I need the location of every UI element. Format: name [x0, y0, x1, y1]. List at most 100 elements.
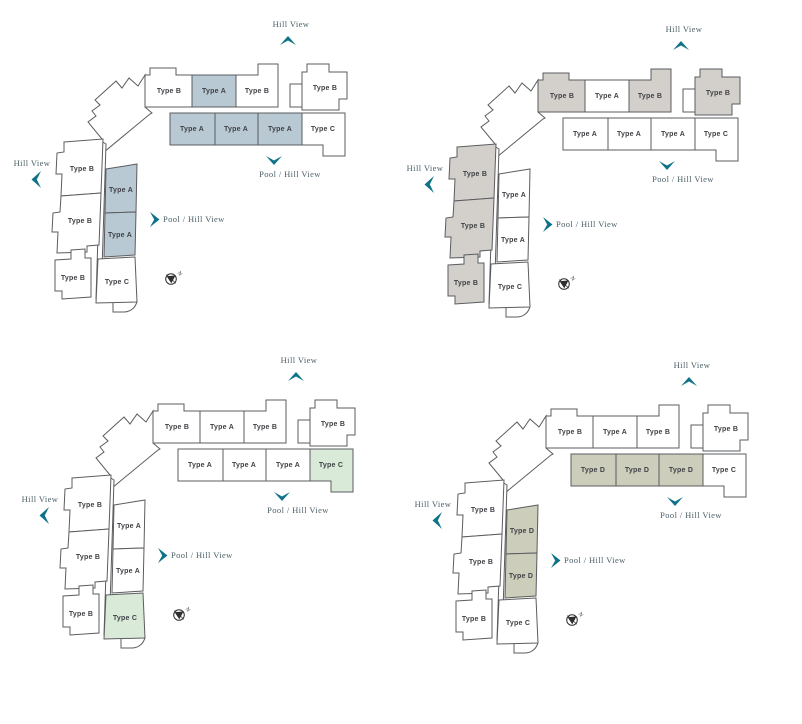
unit-label-a-in-1: Type A [109, 187, 133, 194]
unit-label-c-row: Type C [712, 467, 736, 474]
unit-label-a-row-2: Type A [617, 131, 641, 138]
hill-view-top-label: Hill View [666, 24, 703, 34]
unit-label-c-bot: Type C [105, 279, 129, 286]
unit-label-a-in-1: Type A [117, 523, 141, 530]
unit-b-top-2 [628, 68, 672, 113]
unit-c-row [301, 112, 346, 157]
unit-b-out-1 [456, 479, 505, 538]
unit-label-a-row-1: Type A [180, 126, 204, 133]
unit-b-out-1 [55, 138, 104, 197]
unit-b-top-3 [309, 399, 356, 447]
plan-type-a: Type B Type A Type B Type B Type A Type A Type… [14, 19, 348, 313]
unit-label-b-out-2: Type B [469, 559, 493, 566]
unit-label-a-top: Type A [210, 424, 234, 431]
pool-view-right-chevron-icon [150, 212, 160, 227]
unit-label-a-row-2: Type A [232, 462, 256, 469]
hill-view-top-label: Hill View [273, 19, 310, 29]
unit-b-bot [447, 253, 485, 305]
pool-hill-view-row-label: Pool / Hill View [259, 169, 321, 179]
unit-label-a-in-2: Type A [116, 568, 140, 575]
link-tab-right [682, 88, 696, 113]
unit-label-b-top-3: Type B [714, 426, 738, 433]
unit-b-bot [455, 589, 493, 641]
link-tab-right [297, 419, 311, 444]
unit-label-b-top-2: Type B [245, 88, 269, 95]
pool-hill-view-wing-label: Pool / Hill View [556, 219, 618, 229]
unit-label-b-top-3: Type B [706, 90, 730, 97]
unit-label-b-out-1: Type B [463, 171, 487, 178]
unit-c-bot [496, 597, 539, 645]
unit-label-a-row-1: Type A [573, 131, 597, 138]
unit-label-a-in-2: Type A [501, 237, 525, 244]
corridor-diagonal [480, 78, 546, 158]
hill-view-top-label: Hill View [674, 360, 711, 370]
unit-label-b-top-1: Type B [157, 88, 181, 95]
unit-label-a-in-2: Type D [509, 573, 533, 580]
unit-label-b-top-2: Type B [253, 424, 277, 431]
unit-b-out-2 [51, 192, 102, 254]
compass-icon: N [173, 607, 191, 621]
compass-north-label: N [577, 612, 584, 619]
unit-label-c-bot: Type C [498, 284, 522, 291]
unit-label-a-top: Type A [202, 88, 226, 95]
unit-c-row [309, 448, 354, 493]
hill-view-up-chevron-icon [288, 372, 304, 381]
unit-label-b-bot: Type B [61, 275, 85, 282]
hill-view-left-label: Hill View [407, 163, 444, 173]
hill-view-up-chevron-icon [681, 377, 697, 386]
unit-a-in-2 [496, 216, 530, 263]
unit-c-row [694, 117, 739, 162]
compass-icon: N [165, 271, 183, 285]
plan-type-b: Type B Type A Type B Type B Type A Type A Type… [407, 24, 741, 318]
hill-view-left-label: Hill View [22, 494, 59, 504]
unit-a-in-2 [111, 547, 145, 594]
plan-type-c: Type B Type A Type B Type B Type A Type A Type… [22, 355, 356, 649]
unit-label-c-row: Type C [311, 126, 335, 133]
unit-c-row [702, 453, 747, 498]
unit-b-top-3 [702, 404, 749, 452]
unit-label-b-top-2: Type B [646, 429, 670, 436]
compass-north-label: N [184, 607, 191, 614]
pool-hill-view-row-label: Pool / Hill View [660, 510, 722, 520]
unit-label-a-in-2: Type A [108, 232, 132, 239]
unit-label-a-row-3: Type D [669, 467, 693, 474]
unit-b-top-3 [694, 68, 741, 116]
link-tab-right [289, 83, 303, 108]
unit-b-out-1 [63, 474, 112, 533]
pool-hill-view-wing-label: Pool / Hill View [564, 555, 626, 565]
unit-label-b-out-1: Type B [471, 507, 495, 514]
corridor-diagonal [488, 414, 554, 494]
unit-label-c-row: Type C [704, 131, 728, 138]
unit-label-a-row-3: Type A [661, 131, 685, 138]
plan-type-d: Type B Type A Type B Type B Type D Type D Type… [415, 360, 749, 654]
unit-label-a-top: Type A [603, 429, 627, 436]
hill-view-up-chevron-icon [673, 41, 689, 50]
pool-hill-view-row-label: Pool / Hill View [652, 174, 714, 184]
unit-label-a-top: Type A [595, 93, 619, 100]
pool-hill-view-wing-label: Pool / Hill View [163, 214, 225, 224]
unit-label-b-top-1: Type B [165, 424, 189, 431]
pool-view-right-chevron-icon [543, 217, 553, 232]
unit-label-a-in-1: Type A [502, 192, 526, 199]
unit-b-out-2 [452, 533, 503, 595]
corridor-diagonal [95, 409, 161, 489]
unit-label-a-row-2: Type D [625, 467, 649, 474]
unit-label-b-top-2: Type B [638, 93, 662, 100]
unit-label-b-bot: Type B [69, 611, 93, 618]
unit-c-bot [488, 261, 531, 309]
pool-view-down-chevron-icon [274, 492, 290, 501]
unit-label-a-row-1: Type D [581, 467, 605, 474]
unit-label-c-bot: Type C [113, 615, 137, 622]
hill-view-left-chevron-icon [424, 176, 434, 193]
hill-view-left-chevron-icon [39, 507, 49, 524]
unit-b-bot [54, 248, 92, 300]
unit-a-in-2 [103, 211, 137, 258]
compass-north-label: N [176, 271, 183, 278]
pool-view-down-chevron-icon [659, 161, 675, 170]
hill-view-left-label: Hill View [415, 499, 452, 509]
unit-label-a-row-1: Type A [188, 462, 212, 469]
unit-label-a-in-1: Type D [510, 528, 534, 535]
unit-label-b-out-2: Type B [461, 223, 485, 230]
